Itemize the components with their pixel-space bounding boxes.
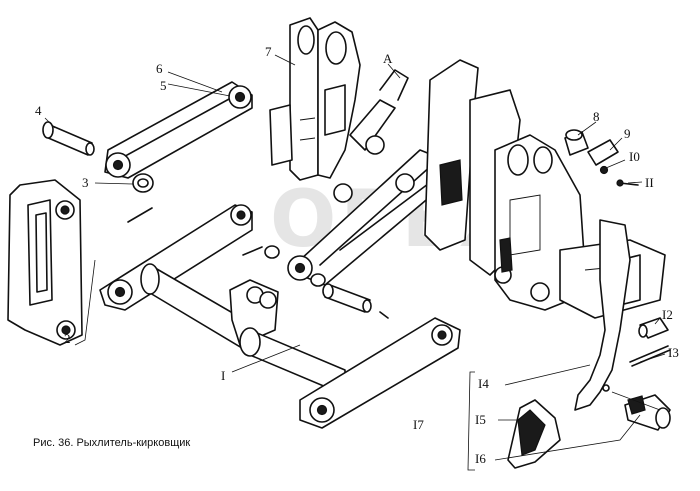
tooth-tip-part-15 bbox=[507, 399, 561, 469]
callout-10: I0 bbox=[629, 149, 640, 164]
callout-6: 6 bbox=[156, 61, 163, 76]
callout-9: 9 bbox=[624, 126, 631, 141]
callout-16: I6 bbox=[475, 451, 486, 466]
pin-middle bbox=[322, 283, 372, 313]
callout-4: 4 bbox=[35, 103, 42, 118]
washer-middle bbox=[264, 245, 326, 287]
right-frame-assembly bbox=[424, 59, 666, 319]
pin-part-4 bbox=[42, 121, 95, 156]
pin-part-12 bbox=[638, 317, 669, 339]
ripper-shank bbox=[574, 219, 631, 411]
frame-bracket bbox=[7, 179, 83, 346]
callout-1: I bbox=[221, 368, 226, 383]
plate-part-9 bbox=[587, 139, 619, 166]
callout-11: II bbox=[645, 175, 654, 190]
callout-15: I5 bbox=[475, 412, 486, 427]
leader-lines bbox=[44, 54, 666, 471]
callout-8: 8 bbox=[593, 109, 600, 124]
upper-link-rod bbox=[104, 81, 253, 179]
callout-7: 7 bbox=[265, 44, 272, 59]
bushing-part-8 bbox=[564, 129, 589, 156]
bolt-part-11 bbox=[616, 179, 639, 187]
tooth-pin-part-16 bbox=[624, 394, 671, 431]
callout-3: 3 bbox=[82, 175, 89, 190]
callout-5: 5 bbox=[160, 78, 167, 93]
callout-12: I2 bbox=[662, 307, 673, 322]
callout-17: I7 bbox=[413, 417, 424, 432]
figure-caption: Рис. 36. Рыхлитель-кирковщик bbox=[33, 437, 191, 449]
nut-part-10 bbox=[599, 165, 609, 175]
pin-part-13 bbox=[629, 345, 671, 367]
callout-2: 2 bbox=[64, 331, 71, 346]
main-bracket bbox=[269, 17, 361, 181]
washer-part-3 bbox=[132, 173, 154, 193]
lower-frame bbox=[99, 204, 461, 429]
callout-13: I3 bbox=[668, 345, 679, 360]
callout-A: A bbox=[383, 51, 393, 66]
callout-14: I4 bbox=[478, 376, 489, 391]
cotter-pin bbox=[127, 207, 389, 319]
